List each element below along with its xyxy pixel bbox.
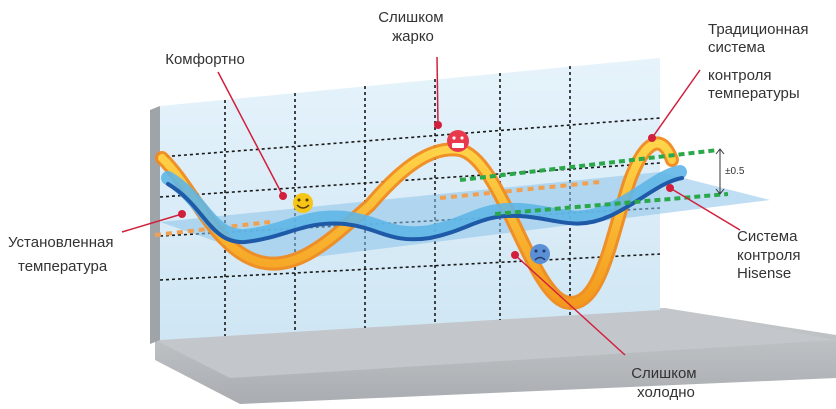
leader-dots [178, 121, 674, 259]
label-too-cold: Слишком холодно [631, 365, 701, 401]
label-hisense-system: Система контроля Hisense [737, 228, 805, 282]
tolerance-band [459, 148, 729, 216]
smiling-face-icon [293, 193, 313, 213]
label-comfortable: Комфортно [165, 51, 245, 68]
angry-face-icon [447, 130, 469, 152]
hisense-ribbon [161, 165, 687, 243]
leader-lines [121, 56, 741, 356]
sad-face-icon [530, 244, 550, 264]
label-too-hot: Слишком жарко [378, 9, 448, 45]
hisense-curve [166, 176, 684, 245]
label-set-temperature: Установленная температура [8, 234, 118, 275]
floor-top [155, 308, 836, 378]
tolerance-label: ±0.5 [725, 166, 745, 177]
wall-side [150, 106, 160, 344]
tolerance-bracket [715, 148, 725, 195]
label-traditional-system: Традиционная система контроля температур… [708, 21, 813, 102]
